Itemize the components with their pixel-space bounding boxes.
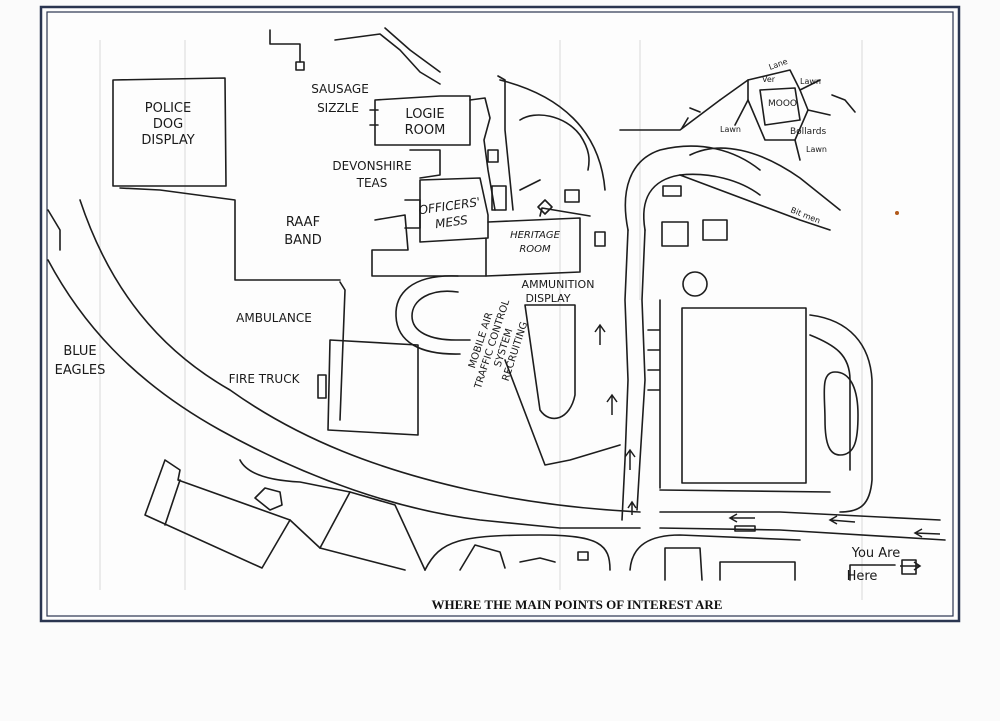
- map-caption: WHERE THE MAIN POINTS OF INTEREST ARE: [432, 597, 723, 612]
- ammunition-label-2: DISPLAY: [525, 292, 570, 305]
- police-dog-area: [112, 77, 227, 187]
- ambulance-path: [339, 281, 346, 421]
- devonshire-label-1: DEVONSHIRE: [332, 159, 411, 173]
- logie-label-1: LOGIE: [405, 107, 444, 122]
- roads: [47, 79, 946, 571]
- oval-track: [823, 371, 859, 456]
- raaf-label-2: BAND: [284, 233, 322, 248]
- ground-gates: [647, 299, 661, 489]
- devonshire-label-2: TEAS: [356, 176, 388, 190]
- small-hut: [564, 189, 580, 203]
- you-are-here-label-2: Here: [847, 569, 878, 584]
- you-are-here-marker: [901, 559, 917, 575]
- inset-lawn-1: Lawn: [800, 77, 821, 86]
- diamond-marker: [537, 199, 553, 215]
- inset-moo: MOOO: [768, 99, 797, 109]
- heritage-label-2: ROOM: [519, 244, 551, 255]
- small-building-2: [702, 219, 728, 241]
- police-dog-label-2: DOG: [153, 117, 183, 132]
- ink-spot: [895, 211, 899, 215]
- sausage-label-1: SAUSAGE: [311, 82, 369, 96]
- police-dog-label-1: POLICE: [145, 101, 191, 116]
- ambulance-label: AMBULANCE: [236, 311, 312, 325]
- inset-lawn-2: Lawn: [720, 125, 741, 134]
- sports-ground: [681, 307, 807, 484]
- fire-truck-label: FIRE TRUCK: [229, 372, 301, 386]
- bottom-left-buildings: [144, 459, 426, 571]
- raaf-label-1: RAAF: [286, 215, 320, 230]
- small-building-1: [661, 221, 689, 247]
- bleed-through-texture: [99, 40, 863, 600]
- roundabout: [682, 271, 708, 297]
- you-are-here-label-1: You Are: [851, 546, 901, 561]
- road-island: [524, 304, 576, 420]
- fire-truck-lot: [327, 339, 419, 436]
- inset-lawn-3: Lawn: [806, 145, 827, 154]
- heritage-label-1: HERITAGE: [510, 230, 561, 241]
- access-road: [504, 359, 621, 466]
- small-building-3: [662, 185, 682, 197]
- inner-frame: [46, 11, 954, 617]
- officers-label-2: MESS: [434, 213, 469, 231]
- bottom-buildings: [459, 544, 896, 581]
- inset-ver: Ver: [762, 75, 776, 84]
- logie-label-2: ROOM: [405, 123, 446, 138]
- blue-eagles-label-1: BLUE: [63, 344, 96, 359]
- site-boundary: [47, 27, 441, 281]
- ammunition-label-1: AMMUNITION: [522, 278, 595, 291]
- blue-eagles-label-2: EAGLES: [55, 363, 106, 378]
- police-dog-label-3: DISPLAY: [141, 133, 194, 148]
- sausage-label-2: SIZZLE: [317, 101, 359, 115]
- inset-bollards: Bollards: [790, 127, 826, 137]
- fire-truck-marker: [317, 374, 327, 399]
- inset-detail: [681, 69, 856, 161]
- building-complex: [369, 75, 606, 277]
- speed-bump: [734, 525, 756, 532]
